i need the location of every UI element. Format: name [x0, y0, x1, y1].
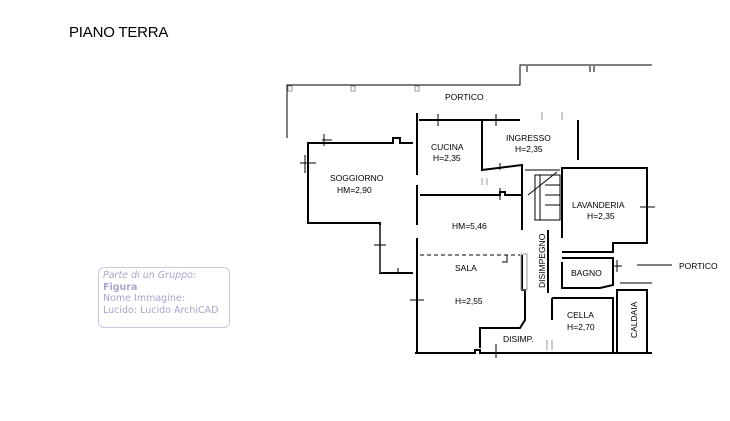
walls — [286, 64, 672, 358]
info-image-name-label: Nome Immagine: — [103, 293, 185, 304]
room-label-portico: PORTICO — [445, 92, 484, 102]
image-info-box: Parte di un Gruppo: Figura Nome Immagine… — [98, 267, 230, 328]
room-label-ingresso: INGRESSO — [506, 133, 551, 143]
room-label-bagno: BAGNO — [571, 268, 602, 278]
room-label-caldaia: CALDAIA — [629, 301, 639, 338]
info-layer-value: Lucido: Lucido ArchiCAD — [103, 304, 219, 316]
room-height-soggiorno: HM=2,90 — [337, 185, 372, 195]
room-height-sala-total: HM=5,46 — [452, 221, 487, 231]
room-height-cella: H=2,70 — [567, 322, 595, 332]
info-group-value: Figura — [103, 281, 138, 293]
room-label-soggiorno: SOGGIORNO — [330, 173, 384, 183]
room-height-lavanderia: H=2,35 — [587, 211, 615, 221]
room-label-cella: CELLA — [567, 310, 594, 320]
room-label-cucina: CUCINA — [431, 142, 464, 152]
room-label-lavanderia: LAVANDERIA — [572, 200, 625, 210]
info-group-label: Parte di un Gruppo: — [103, 270, 197, 281]
room-labels: PORTICO CUCINA H=2,35 INGRESSO H=2,35 SO… — [330, 92, 718, 344]
room-label-disimpegno: DISIMPEGNO — [537, 233, 547, 288]
room-label-portico-right: PORTICO — [679, 261, 718, 271]
room-height-sala: H=2,55 — [455, 296, 483, 306]
page-title: PIANO TERRA — [69, 24, 169, 41]
room-label-sala: SALA — [455, 263, 477, 273]
room-label-disimp: DISIMP. — [503, 334, 534, 344]
room-height-ingresso: H=2,35 — [515, 144, 543, 154]
room-height-cucina: H=2,35 — [433, 153, 461, 163]
